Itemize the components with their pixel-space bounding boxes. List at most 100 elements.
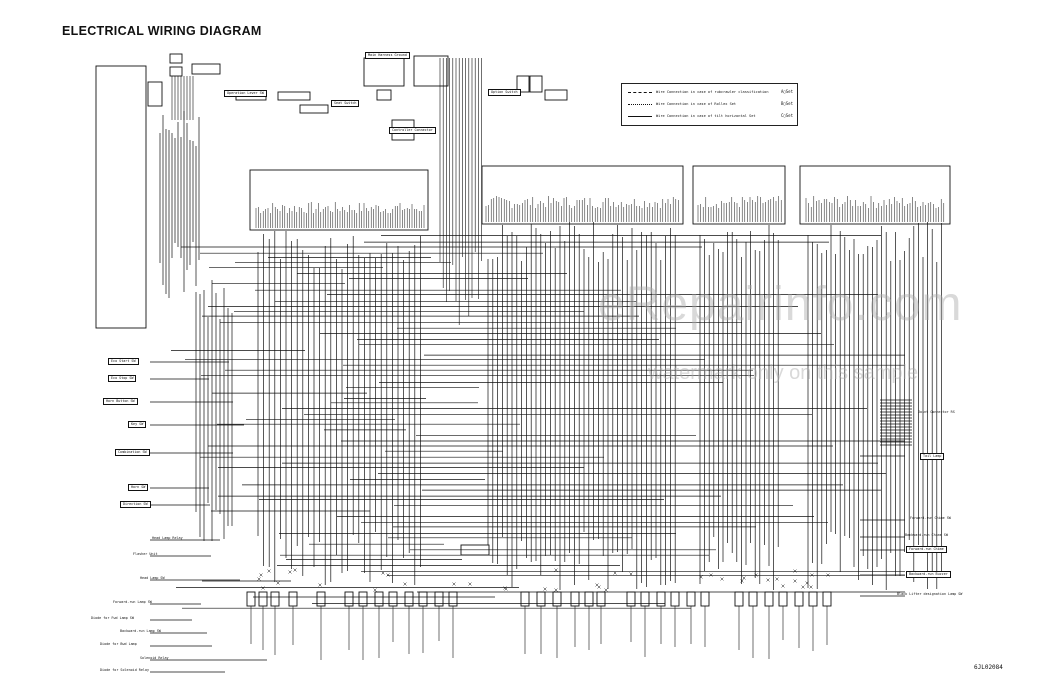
- component-box: [734, 591, 744, 607]
- legend-solid-line: [628, 116, 652, 117]
- component-box: [544, 89, 568, 101]
- watermark-subtext: watermark only on this sample: [648, 362, 919, 384]
- wire: [257, 568, 830, 592]
- component-box: [794, 591, 804, 607]
- wire: [195, 280, 233, 541]
- wire: [257, 231, 421, 585]
- wire: [697, 196, 782, 222]
- wire: [250, 606, 828, 660]
- connector-label-right: Tail Lamp: [920, 453, 945, 460]
- wire: [150, 361, 267, 673]
- connector-label-left: Head Lamp SW: [140, 576, 165, 580]
- connector-label-left: Diode for Bwd Lamp: [100, 642, 137, 646]
- component-box: [363, 57, 405, 87]
- legend-dash-line: [628, 92, 652, 93]
- component-box: [344, 591, 354, 607]
- component-box: [529, 75, 543, 93]
- legend-code: C▢Set: [780, 113, 793, 118]
- legend-text: Wire Connection in case of Rollex Set: [656, 102, 737, 106]
- component-box: [270, 591, 280, 607]
- legend-row: Wire Connection in case of tilt horizont…: [628, 112, 793, 122]
- component-box: [692, 165, 786, 225]
- connector-label-left: Backward-run Lamp SW: [120, 629, 161, 633]
- component-box: [552, 591, 562, 607]
- legend-code: B▢Set: [780, 101, 793, 106]
- component-box: [249, 169, 429, 231]
- legend-dot-line: [628, 104, 652, 105]
- connector-label-left: Diode for Solenoid Relay: [100, 668, 149, 672]
- component-box: [95, 65, 147, 329]
- component-box: [404, 591, 414, 607]
- page-title: ELECTRICAL WIRING DIAGRAM: [62, 24, 262, 38]
- wire-layer: [150, 58, 945, 673]
- connector-label-left: Horn SW: [128, 484, 149, 491]
- component-box: [584, 591, 594, 607]
- connector-label-right: Forward-run Chime: [906, 546, 947, 553]
- component-box: [169, 53, 183, 64]
- component-box: [316, 591, 326, 607]
- component-box: [778, 591, 788, 607]
- component-box: [686, 591, 696, 607]
- legend-text: Wire Connection in case of rubcrawler cl…: [656, 90, 769, 94]
- connector-label-left: Solenoid Relay: [140, 656, 169, 660]
- wire: [171, 58, 482, 325]
- component-box: [570, 591, 580, 607]
- component-box: [640, 591, 650, 607]
- component-box: [700, 591, 710, 607]
- connector-label-right: Backward-run Chime SW: [905, 533, 948, 537]
- document-code: 6JL02084: [974, 664, 1003, 671]
- connector-label-left: Direction SW: [120, 501, 151, 508]
- component-box: [460, 544, 490, 556]
- component-box: [277, 91, 311, 101]
- component-box: [656, 591, 666, 607]
- component-box: [596, 591, 606, 607]
- component-box: [246, 591, 256, 607]
- connector-label-left: Diode for Fwd Lamp SW: [91, 616, 134, 620]
- legend-text: Wire Connection in case of tilt horizont…: [656, 114, 756, 118]
- wire: [860, 399, 912, 597]
- wire: [159, 111, 200, 298]
- component-box: [516, 75, 530, 93]
- connector-label-left: Eco Stop SW: [108, 375, 137, 382]
- connector-label-top: Main Harness Ground: [365, 52, 410, 59]
- connector-label-right: Black Lifter designation Lamp SW: [897, 592, 963, 596]
- component-box: [388, 591, 398, 607]
- component-box: [481, 165, 684, 225]
- component-box: [799, 165, 951, 225]
- component-box: [191, 63, 221, 75]
- watermark-text: eRepairinfo.com: [598, 278, 963, 331]
- component-box: [748, 591, 758, 607]
- component-box: [358, 591, 368, 607]
- component-box: [413, 55, 449, 87]
- connector-label-left: Flasher Unit: [133, 552, 158, 556]
- component-box: [376, 89, 392, 101]
- component-box: [448, 591, 458, 607]
- component-box: [418, 591, 428, 607]
- connector-label-left: Head Lamp Relay: [152, 536, 183, 540]
- connector-label-right: Joint Connector RS: [918, 410, 955, 414]
- component-box: [258, 591, 268, 607]
- wire: [255, 202, 425, 228]
- connector-label-left: Eco Start SW: [108, 358, 139, 365]
- legend-code: A▢Set: [780, 89, 793, 94]
- connector-label-top: Controller Connector: [389, 127, 436, 134]
- wire: [805, 196, 945, 222]
- component-box: [288, 591, 298, 607]
- component-box: [764, 591, 774, 607]
- component-box: [147, 81, 163, 107]
- connector-label-top: Option Switch: [488, 89, 521, 96]
- component-box: [520, 591, 530, 607]
- wire: [487, 222, 676, 590]
- component-box: [670, 591, 680, 607]
- wire: [485, 196, 679, 222]
- wire: [171, 235, 905, 609]
- component-box: [626, 591, 636, 607]
- component-box: [808, 591, 818, 607]
- connector-label-top: Operation Lever SW: [224, 90, 267, 97]
- connector-label-left: Forward-run Lamp SW: [113, 600, 152, 604]
- connector-label-right: Backward-run Buzzer: [906, 571, 951, 578]
- connector-label-left: Combination SW: [115, 449, 150, 456]
- legend-row: Wire Connection in case of Rollex Set B▢…: [628, 100, 793, 110]
- connector-label-top: Seat Switch: [331, 100, 360, 107]
